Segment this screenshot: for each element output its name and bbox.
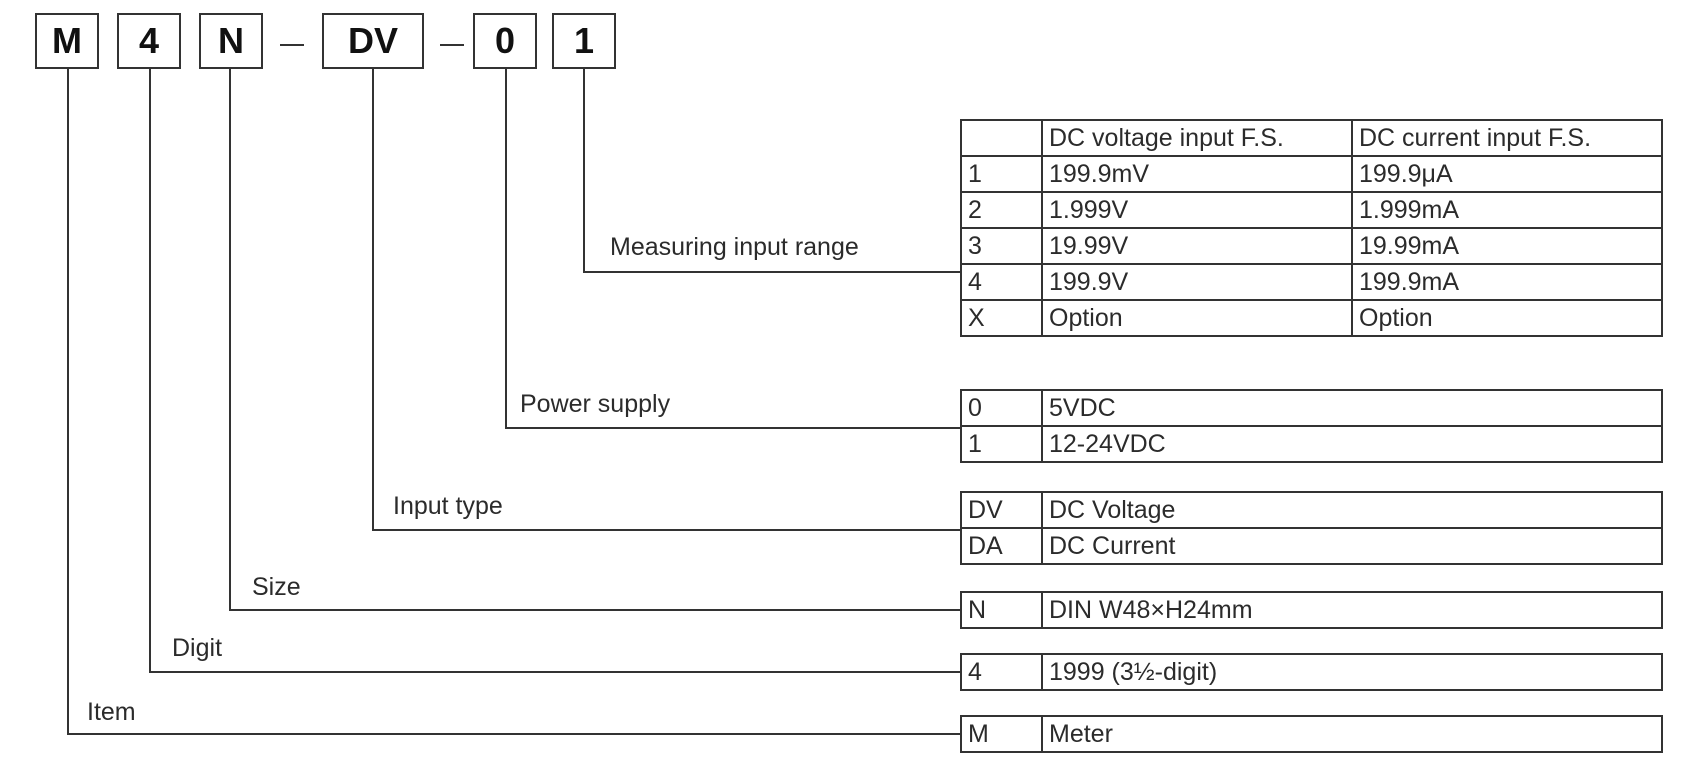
table-row: 4 199.9V 199.9mA — [960, 263, 1663, 301]
table-row: X Option Option — [960, 299, 1663, 337]
code-box-input-type: DV — [322, 13, 424, 69]
code-range-text: 1 — [573, 20, 595, 61]
range-current-cell: Option — [1351, 299, 1663, 337]
size-table: N DIN W48×H24mm — [960, 591, 1663, 629]
range-code-cell: 1 — [960, 155, 1043, 193]
code-digit-text: 4 — [138, 20, 160, 61]
digit-table: 4 1999 (3½-digit) — [960, 653, 1663, 691]
range-code-cell: 3 — [960, 227, 1043, 265]
range-voltage-cell: 19.99V — [1041, 227, 1353, 265]
code-box-power: 0 — [473, 13, 537, 69]
range-voltage-cell: 1.999V — [1041, 191, 1353, 229]
power-value-cell: 5VDC — [1041, 389, 1663, 427]
code-box-digit: 4 — [117, 13, 181, 69]
input-type-table: DV DC Voltage DA DC Current — [960, 491, 1663, 565]
range-table: DC voltage input F.S. DC current input F… — [960, 119, 1663, 337]
range-header-voltage: DC voltage input F.S. — [1041, 119, 1353, 157]
input-type-value-cell: DC Current — [1041, 527, 1663, 565]
table-row: N DIN W48×H24mm — [960, 591, 1663, 629]
connector-size-horizontal — [229, 609, 961, 611]
connector-range-horizontal — [583, 271, 961, 273]
table-row: 4 1999 (3½-digit) — [960, 653, 1663, 691]
code-power-text: 0 — [494, 20, 516, 61]
input-type-code-cell: DV — [960, 491, 1043, 529]
range-voltage-cell: 199.9mV — [1041, 155, 1353, 193]
power-value-cell: 12-24VDC — [1041, 425, 1663, 463]
label-size: Size — [252, 573, 301, 601]
code-size-text: N — [218, 20, 244, 61]
connector-size-vertical — [229, 69, 231, 611]
range-voltage-cell: Option — [1041, 299, 1353, 337]
range-voltage-cell: 199.9V — [1041, 263, 1353, 301]
power-supply-table: 0 5VDC 1 12-24VDC — [960, 389, 1663, 463]
range-current-cell: 1.999mA — [1351, 191, 1663, 229]
label-item: Item — [87, 698, 136, 726]
table-row: 1 199.9mV 199.9μA — [960, 155, 1663, 193]
label-measuring-input-range: Measuring input range — [610, 233, 859, 261]
code-input-type-text: DV — [347, 20, 398, 61]
label-input-type: Input type — [393, 492, 503, 520]
power-code-cell: 0 — [960, 389, 1043, 427]
connector-range-vertical — [583, 69, 585, 273]
code-box-item: M — [35, 13, 99, 69]
digit-value-cell: 1999 (3½-digit) — [1041, 653, 1663, 691]
range-header-code — [960, 119, 1043, 157]
digit-code-cell: 4 — [960, 653, 1043, 691]
item-code-cell: M — [960, 715, 1043, 753]
connector-item-horizontal — [67, 733, 961, 735]
size-value-cell: DIN W48×H24mm — [1041, 591, 1663, 629]
connector-input-type-horizontal — [372, 529, 961, 531]
connector-power-vertical — [505, 69, 507, 429]
connector-power-horizontal — [505, 427, 961, 429]
connector-digit-vertical — [149, 69, 151, 673]
table-row: DA DC Current — [960, 527, 1663, 565]
separator-dash-1 — [280, 44, 304, 46]
separator-dash-2 — [440, 44, 464, 46]
table-row: 0 5VDC — [960, 389, 1663, 427]
connector-input-type-vertical — [372, 69, 374, 531]
table-row: 1 12-24VDC — [960, 425, 1663, 463]
table-row: M Meter — [960, 715, 1663, 753]
range-code-cell: 2 — [960, 191, 1043, 229]
code-box-size: N — [199, 13, 263, 69]
input-type-value-cell: DC Voltage — [1041, 491, 1663, 529]
range-table-header-row: DC voltage input F.S. DC current input F… — [960, 119, 1663, 157]
label-power-supply: Power supply — [520, 390, 671, 418]
connector-digit-horizontal — [149, 671, 961, 673]
power-code-cell: 1 — [960, 425, 1043, 463]
item-value-cell: Meter — [1041, 715, 1663, 753]
size-code-cell: N — [960, 591, 1043, 629]
table-row: 3 19.99V 19.99mA — [960, 227, 1663, 265]
range-header-current: DC current input F.S. — [1351, 119, 1663, 157]
range-code-cell: 4 — [960, 263, 1043, 301]
range-current-cell: 199.9μA — [1351, 155, 1663, 193]
table-row: 2 1.999V 1.999mA — [960, 191, 1663, 229]
input-type-code-cell: DA — [960, 527, 1043, 565]
code-item-text: M — [52, 20, 82, 61]
item-table: M Meter — [960, 715, 1663, 753]
label-digit: Digit — [172, 634, 223, 662]
table-row: DV DC Voltage — [960, 491, 1663, 529]
connector-item-vertical — [67, 69, 69, 735]
code-box-range: 1 — [552, 13, 616, 69]
range-code-cell: X — [960, 299, 1043, 337]
range-current-cell: 19.99mA — [1351, 227, 1663, 265]
range-current-cell: 199.9mA — [1351, 263, 1663, 301]
